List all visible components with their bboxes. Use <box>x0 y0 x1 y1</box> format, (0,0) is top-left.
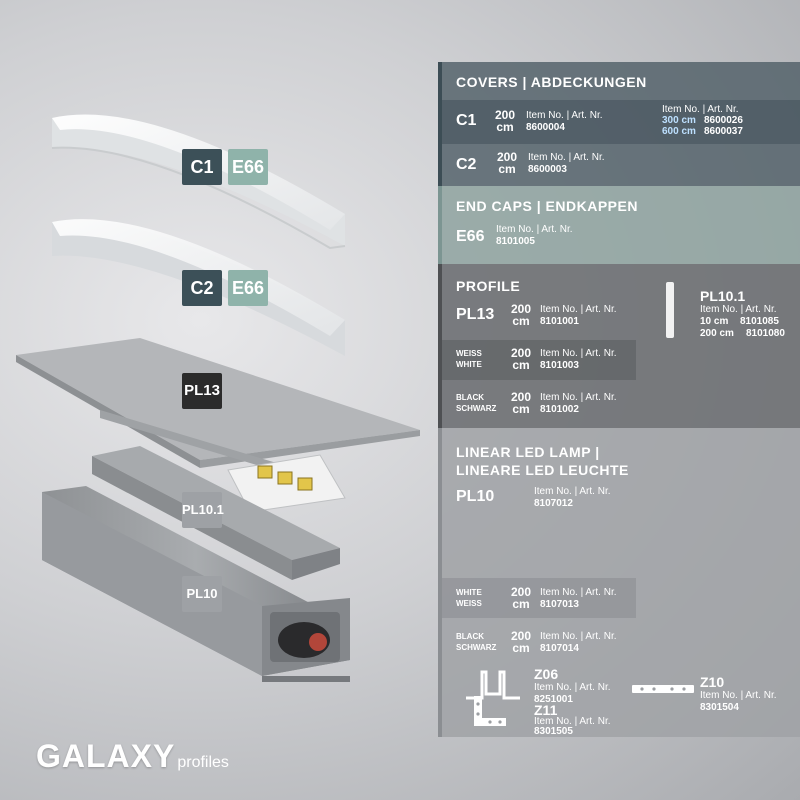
profile-black-row: BLACK SCHWARZ 200 cm Item No. | Art. Nr.… <box>442 382 636 422</box>
c1-alt2-len: 600 cm <box>662 126 696 137</box>
logo-suffix: profiles <box>177 754 229 771</box>
z11-item-label: Item No. | Art. Nr. <box>534 716 611 727</box>
lamp-white-item-no: 8107013 <box>540 599 579 610</box>
profile-white-len-unit: cm <box>512 358 530 372</box>
pl10-item-no: 8107012 <box>534 498 573 509</box>
z11-code: Z11 <box>534 702 558 718</box>
c1-alt-label: Item No. | Art. Nr. <box>662 104 739 115</box>
lamp-title-2: LINEARE LED LEUCHTE <box>456 462 629 478</box>
c1-item-label: Item No. | Art. Nr. <box>526 110 603 121</box>
lamp-white-row <box>442 578 636 618</box>
pl101-l2-len: 200 cm <box>700 328 734 339</box>
c2-item-no: 8600003 <box>528 164 567 175</box>
endcaps-section: END CAPS | ENDKAPPEN E66 Item No. | Art.… <box>438 186 800 264</box>
badge-c1: C1 <box>182 149 222 185</box>
lamp-white-line1: WHITE <box>456 588 482 597</box>
cover-c2-row: C2 200 cm Item No. | Art. Nr. 8600003 <box>442 146 800 184</box>
lamp-black-len-num: 200 <box>510 629 532 643</box>
pl13-len-num: 200 <box>510 302 532 316</box>
lamp-white-content: WHITE WEISS 200 cm Item No. | Art. Nr. 8… <box>442 578 636 618</box>
c1-alt2-no: 8600037 <box>704 126 743 137</box>
logo-brand: GALAXY <box>36 738 176 774</box>
pl13-len-unit: cm <box>512 314 530 328</box>
profile-black-len-num: 200 <box>510 390 532 404</box>
pl101-l1-len: 10 cm <box>700 316 729 327</box>
pl10-code: PL10 <box>456 488 495 505</box>
badge-pl10: PL10 <box>182 576 222 612</box>
profile-section: PROFILE PL13 200 cm Item No. | Art. Nr. … <box>438 264 800 428</box>
lamp-title-1: LINEAR LED LAMP | <box>456 444 600 460</box>
cover-c1-shape <box>51 114 346 250</box>
badge-pl13: PL13 <box>182 373 222 409</box>
profile-white-item-label: Item No. | Art. Nr. <box>540 348 617 359</box>
lamp-white-len-num: 200 <box>510 585 532 599</box>
lamp-black-line2: SCHWARZ <box>456 643 497 652</box>
pl101-l2-no: 8101080 <box>746 328 785 339</box>
pl101-thumb-icon <box>666 282 674 338</box>
c2-code: C2 <box>456 156 477 173</box>
lamp-white-item-label: Item No. | Art. Nr. <box>540 587 617 598</box>
profile-white-line2: WHITE <box>456 360 482 369</box>
c2-item-label: Item No. | Art. Nr. <box>528 152 605 163</box>
led-strip-shape <box>227 454 346 513</box>
lamp-black-item-label: Item No. | Art. Nr. <box>540 631 617 642</box>
z10-item-no: 8301504 <box>700 702 739 713</box>
c1-len-unit: cm <box>496 120 514 134</box>
c2-len-num: 200 <box>496 150 518 164</box>
lamp-white-line2: WEISS <box>456 599 482 608</box>
z10-code: Z10 <box>700 674 725 690</box>
profile-black-len-unit: cm <box>512 402 530 416</box>
cover-c1-row: C1 200 cm Item No. | Art. Nr. 8600004 It… <box>442 100 800 144</box>
profile-title: PROFILE <box>456 278 521 294</box>
pl13-code: PL13 <box>456 306 495 323</box>
lamp-white-len-unit: cm <box>512 597 530 611</box>
z06-item-no: 8251001 <box>534 694 573 705</box>
c1-item-no: 8600004 <box>526 122 565 133</box>
c1-alt1-len: 300 cm <box>662 115 696 126</box>
covers-title: COVERS | ABDECKUNGEN <box>456 74 647 90</box>
profile-black-line2: SCHWARZ <box>456 404 497 413</box>
pl13-item-label: Item No. | Art. Nr. <box>540 304 617 315</box>
badge-e66-b: E66 <box>228 270 268 306</box>
pl101-item-label: Item No. | Art. Nr. <box>700 304 777 315</box>
z06-code: Z06 <box>534 666 559 682</box>
profile-black-line1: BLACK <box>456 393 484 402</box>
lamp-black-len-unit: cm <box>512 641 530 655</box>
z10-connector-icon <box>632 685 694 693</box>
pl10-item-label: Item No. | Art. Nr. <box>534 486 611 497</box>
profile-white-item-no: 8101003 <box>540 360 579 371</box>
profile-white-line1: WEISS <box>456 349 482 358</box>
z06-bracket-icon <box>466 670 520 700</box>
pl101-code: PL10.1 <box>700 288 746 304</box>
profile-black-item-no: 8101002 <box>540 404 579 415</box>
z11-corner-icon <box>474 696 506 726</box>
e66-item-label: Item No. | Art. Nr. <box>496 224 573 235</box>
e66-item-no: 8101005 <box>496 236 535 247</box>
badge-e66-a: E66 <box>228 149 268 185</box>
badge-c2: C2 <box>182 270 222 306</box>
c2-len-unit: cm <box>498 162 516 176</box>
galaxy-logo: GALAXY profiles <box>36 738 229 778</box>
lamp-black-item-no: 8107014 <box>540 643 579 654</box>
lamp-section: LINEAR LED LAMP | LINEARE LED LEUCHTE PL… <box>438 428 800 737</box>
profile-black-item-label: Item No. | Art. Nr. <box>540 392 617 403</box>
cover-c2-shape <box>52 219 345 356</box>
pl13-item-no: 8101001 <box>540 316 579 327</box>
c1-len-num: 200 <box>494 108 516 122</box>
covers-section: COVERS | ABDECKUNGEN C1 200 cm Item No. … <box>438 62 800 186</box>
c1-code: C1 <box>456 112 477 129</box>
specs-panel: COVERS | ABDECKUNGEN C1 200 cm Item No. … <box>438 62 800 737</box>
badge-pl101: PL10.1 <box>182 492 224 528</box>
pl101-l1-no: 8101085 <box>740 316 779 327</box>
z10-item-label: Item No. | Art. Nr. <box>700 690 777 701</box>
profile-white-len-num: 200 <box>510 346 532 360</box>
lamp-black-row: BLACK SCHWARZ 200 cm Item No. | Art. Nr.… <box>442 622 636 662</box>
c1-alt1-no: 8600026 <box>704 115 743 126</box>
z06-item-label: Item No. | Art. Nr. <box>534 682 611 693</box>
z11-item-no: 8301505 <box>534 726 573 737</box>
profile-white-row: WEISS WHITE 200 cm Item No. | Art. Nr. 8… <box>442 340 636 380</box>
lamp-black-line1: BLACK <box>456 632 484 641</box>
endcaps-title: END CAPS | ENDKAPPEN <box>456 198 638 214</box>
e66-code: E66 <box>456 228 485 245</box>
